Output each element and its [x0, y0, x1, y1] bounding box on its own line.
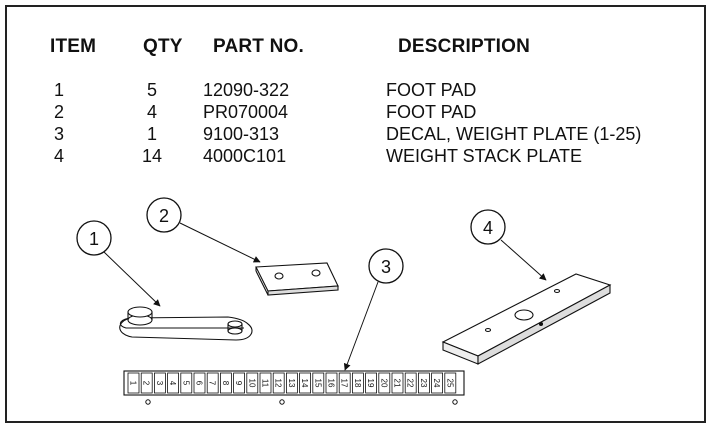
header-description: DESCRIPTION — [398, 36, 531, 57]
callout-4: 4 — [470, 209, 506, 245]
decal-number: 18 — [353, 379, 362, 388]
decal-number: 22 — [406, 379, 415, 388]
decal-number: 17 — [340, 379, 349, 388]
decal-cell — [417, 372, 430, 394]
row-1-part-no: 12090-322 — [203, 80, 290, 100]
decal-number: 23 — [419, 379, 428, 388]
decal-cell — [351, 372, 364, 394]
decal-number: 6 — [195, 381, 204, 386]
callout-3: 3 — [368, 248, 404, 284]
decal-number: 11 — [261, 379, 270, 388]
row-2-part-no: PR070004 — [203, 102, 289, 122]
decal-number: 16 — [327, 379, 336, 388]
row-2-item: 2 — [54, 102, 65, 122]
decal-number: 19 — [366, 379, 375, 388]
decal-cell — [312, 372, 325, 394]
callout-3-label: 3 — [381, 257, 391, 277]
decal-number: 13 — [287, 379, 296, 388]
decal-number: 4 — [168, 381, 177, 386]
decal-cell — [193, 372, 206, 394]
decal-cell — [206, 372, 219, 394]
decal-cell — [180, 372, 193, 394]
decal-number: 20 — [379, 379, 388, 388]
row-3-description: DECAL, WEIGHT PLATE (1-25) — [386, 124, 642, 144]
decal-number: 15 — [313, 379, 322, 388]
decal-cell — [246, 372, 259, 394]
decal-cell — [272, 372, 285, 394]
decal-cell — [325, 372, 338, 394]
foot-pad-1-drawing — [119, 306, 253, 341]
decal-cell — [299, 372, 312, 394]
row-2-description: FOOT PAD — [386, 102, 477, 122]
decal-number: 14 — [300, 379, 309, 388]
decal-number: 25 — [445, 379, 454, 388]
foot-pad-2-drawing — [255, 262, 339, 296]
decal-number: 2 — [142, 381, 151, 386]
parts-list-frame: ITEM QTY PART NO. DESCRIPTION 1 5 12090-… — [5, 5, 706, 423]
decal-number: 10 — [247, 379, 256, 388]
decal-number: 5 — [181, 381, 190, 386]
decal-number: 7 — [208, 381, 217, 386]
decal-cell — [140, 372, 153, 394]
row-4-qty: 14 — [142, 146, 163, 166]
row-3-qty: 1 — [147, 124, 158, 144]
header-part-no: PART NO. — [213, 36, 304, 57]
decal-number: 3 — [155, 381, 164, 386]
callout-2-label: 2 — [159, 206, 169, 226]
header-qty: QTY — [143, 36, 183, 57]
row-4-item: 4 — [54, 146, 65, 166]
decal-number: 1 — [129, 381, 138, 386]
decal-cell — [431, 372, 444, 394]
callout-4-label: 4 — [483, 218, 493, 238]
row-2-qty: 4 — [147, 102, 158, 122]
decal-number: 8 — [221, 381, 230, 386]
decal-cell — [404, 372, 417, 394]
decal-cell — [391, 372, 404, 394]
row-4-part-no: 4000C101 — [203, 146, 287, 166]
callout-2: 2 — [146, 197, 182, 233]
decal-cell — [365, 372, 378, 394]
decal-cell — [167, 372, 180, 394]
header-item: ITEM — [50, 36, 97, 57]
row-3-part-no: 9100-313 — [203, 124, 280, 144]
decal-cell — [153, 372, 166, 394]
weight-stack-plate-drawing — [441, 273, 612, 365]
decal-cell — [378, 372, 391, 394]
decal-cell — [444, 372, 457, 394]
decal-cell — [127, 372, 140, 394]
row-1-item: 1 — [54, 80, 65, 100]
callout-1-label: 1 — [89, 229, 99, 249]
decal-cell — [219, 372, 232, 394]
decal-cell — [259, 372, 272, 394]
row-3-item: 3 — [54, 124, 65, 144]
row-4-description: WEIGHT STACK PLATE — [386, 146, 583, 166]
callout-1: 1 — [76, 220, 112, 256]
decal-cell — [233, 372, 246, 394]
row-1-description: FOOT PAD — [386, 80, 477, 100]
decal-number: 21 — [393, 379, 402, 388]
decal-number: 24 — [432, 379, 441, 388]
row-1-qty: 5 — [147, 80, 158, 100]
decal-number: 12 — [274, 379, 283, 388]
decal-cell — [338, 372, 351, 394]
decal-cell — [285, 372, 298, 394]
decal-number: 9 — [234, 381, 243, 386]
